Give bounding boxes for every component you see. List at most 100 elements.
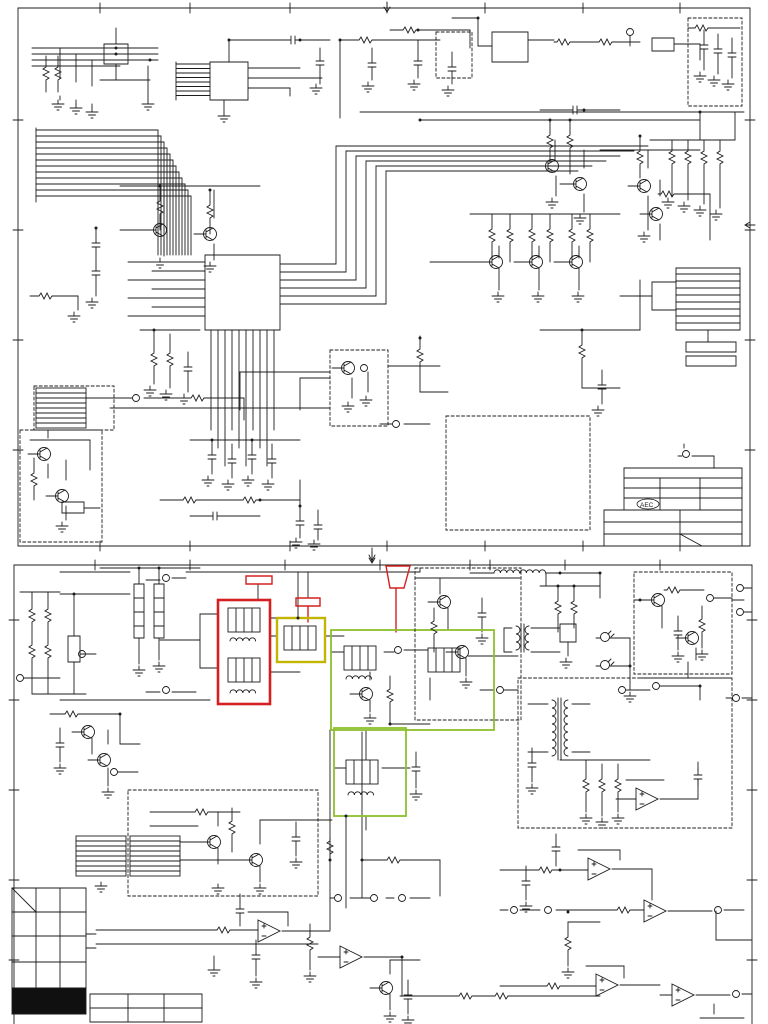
rh-symbol <box>553 38 575 46</box>
cv-symbol <box>91 235 101 255</box>
led-symbol <box>600 658 615 670</box>
junction-dot <box>148 58 152 62</box>
rh-symbol <box>543 982 565 990</box>
gnd-symbol <box>289 857 303 869</box>
rh-symbol <box>663 586 685 594</box>
junction-dot <box>698 110 702 114</box>
cc-symbol <box>360 364 368 372</box>
rv-symbol <box>488 225 496 247</box>
gnd-symbol <box>595 817 609 829</box>
rv-symbol <box>614 775 622 797</box>
dashed-module-box <box>445 415 591 531</box>
gnd-symbol <box>289 537 303 549</box>
rv-symbol <box>578 341 586 363</box>
rv-symbol <box>44 641 52 663</box>
junction-dot <box>400 955 404 959</box>
junction-dot <box>638 134 642 138</box>
junction-dot <box>558 571 562 575</box>
junction-dot <box>296 616 300 620</box>
tr-symbol <box>453 645 469 659</box>
wire-segment <box>111 183 186 256</box>
rv-symbol <box>28 641 36 663</box>
gnd-symbol <box>561 967 575 979</box>
gnd-symbol <box>359 395 373 407</box>
gnd-symbol <box>525 783 539 795</box>
rh-symbol <box>35 292 57 300</box>
gnd-symbol <box>695 649 709 661</box>
wire-segment <box>209 61 249 101</box>
wire-segment <box>111 141 165 256</box>
cv-symbol <box>267 451 277 471</box>
oa-symbol <box>671 983 695 1007</box>
gnd-symbol <box>152 661 166 673</box>
title-block: AEC <box>636 498 660 510</box>
hb-symbol <box>129 835 181 877</box>
highlight-box-red <box>216 598 272 706</box>
junction-dot <box>548 118 552 122</box>
cc-symbol <box>398 894 406 902</box>
tr-symbol <box>635 179 651 193</box>
junction-dot <box>558 868 562 872</box>
rv-symbol <box>44 605 52 627</box>
wire-segment <box>111 165 177 256</box>
wire-segment <box>111 147 168 256</box>
rh-symbol <box>61 710 83 718</box>
ch-symbol <box>565 105 585 115</box>
cv-symbol <box>713 41 723 61</box>
gnd-symbol <box>611 813 625 825</box>
dashed-module-box <box>19 429 103 543</box>
dashed-module-box <box>127 789 319 897</box>
gnd-symbol <box>85 297 99 309</box>
gnd-symbol <box>637 231 651 243</box>
cc-symbol <box>110 768 118 776</box>
rh-symbol <box>213 926 235 934</box>
tr-symbol <box>487 255 503 269</box>
rv-symbol <box>668 147 676 169</box>
rv-symbol <box>566 131 574 153</box>
gnd-symbol <box>531 291 545 303</box>
junction-dot <box>152 328 156 332</box>
cv-symbol <box>55 735 65 755</box>
cv-symbol <box>313 517 323 537</box>
tr-symbol <box>339 361 355 375</box>
wire-segment <box>153 583 165 639</box>
gnd-symbol <box>55 521 69 533</box>
cv-symbol <box>527 755 537 775</box>
rv-symbol <box>598 775 606 797</box>
rv-symbol <box>506 225 514 247</box>
junction-dot <box>476 16 480 20</box>
tr-symbol <box>53 489 69 503</box>
cv-symbol <box>447 59 457 79</box>
junction-dot <box>338 38 342 42</box>
rh-symbol <box>383 856 405 864</box>
rv-symbol <box>570 597 578 619</box>
gnd-symbol <box>475 633 489 645</box>
wire-segment <box>111 153 171 256</box>
rv-symbol <box>546 131 554 153</box>
rv-symbol <box>150 349 158 371</box>
gnd-symbol <box>671 651 685 663</box>
wire-segment <box>103 43 129 65</box>
wire-segment <box>675 267 741 331</box>
oa-symbol <box>643 899 667 923</box>
wire-segment <box>111 159 174 256</box>
wire-segment <box>651 37 675 52</box>
tr-symbol <box>357 687 373 701</box>
cv-symbol <box>247 447 257 467</box>
tr-symbol <box>95 753 111 767</box>
cv-symbol <box>413 53 423 73</box>
cc-symbol <box>736 584 744 592</box>
junction-dot <box>114 52 118 56</box>
cc-symbol <box>732 990 740 998</box>
revision-table-line <box>89 993 203 1023</box>
cv-symbol <box>699 37 709 57</box>
oa-symbol <box>587 857 611 881</box>
cv-symbol <box>291 829 301 849</box>
cv-symbol <box>91 263 101 283</box>
gnd-symbol <box>519 901 533 913</box>
rv-symbol <box>228 817 236 839</box>
gnd-symbol <box>101 787 115 799</box>
gnd-symbol <box>94 881 108 893</box>
gnd-symbol <box>307 539 321 551</box>
cc-symbol <box>162 574 170 582</box>
